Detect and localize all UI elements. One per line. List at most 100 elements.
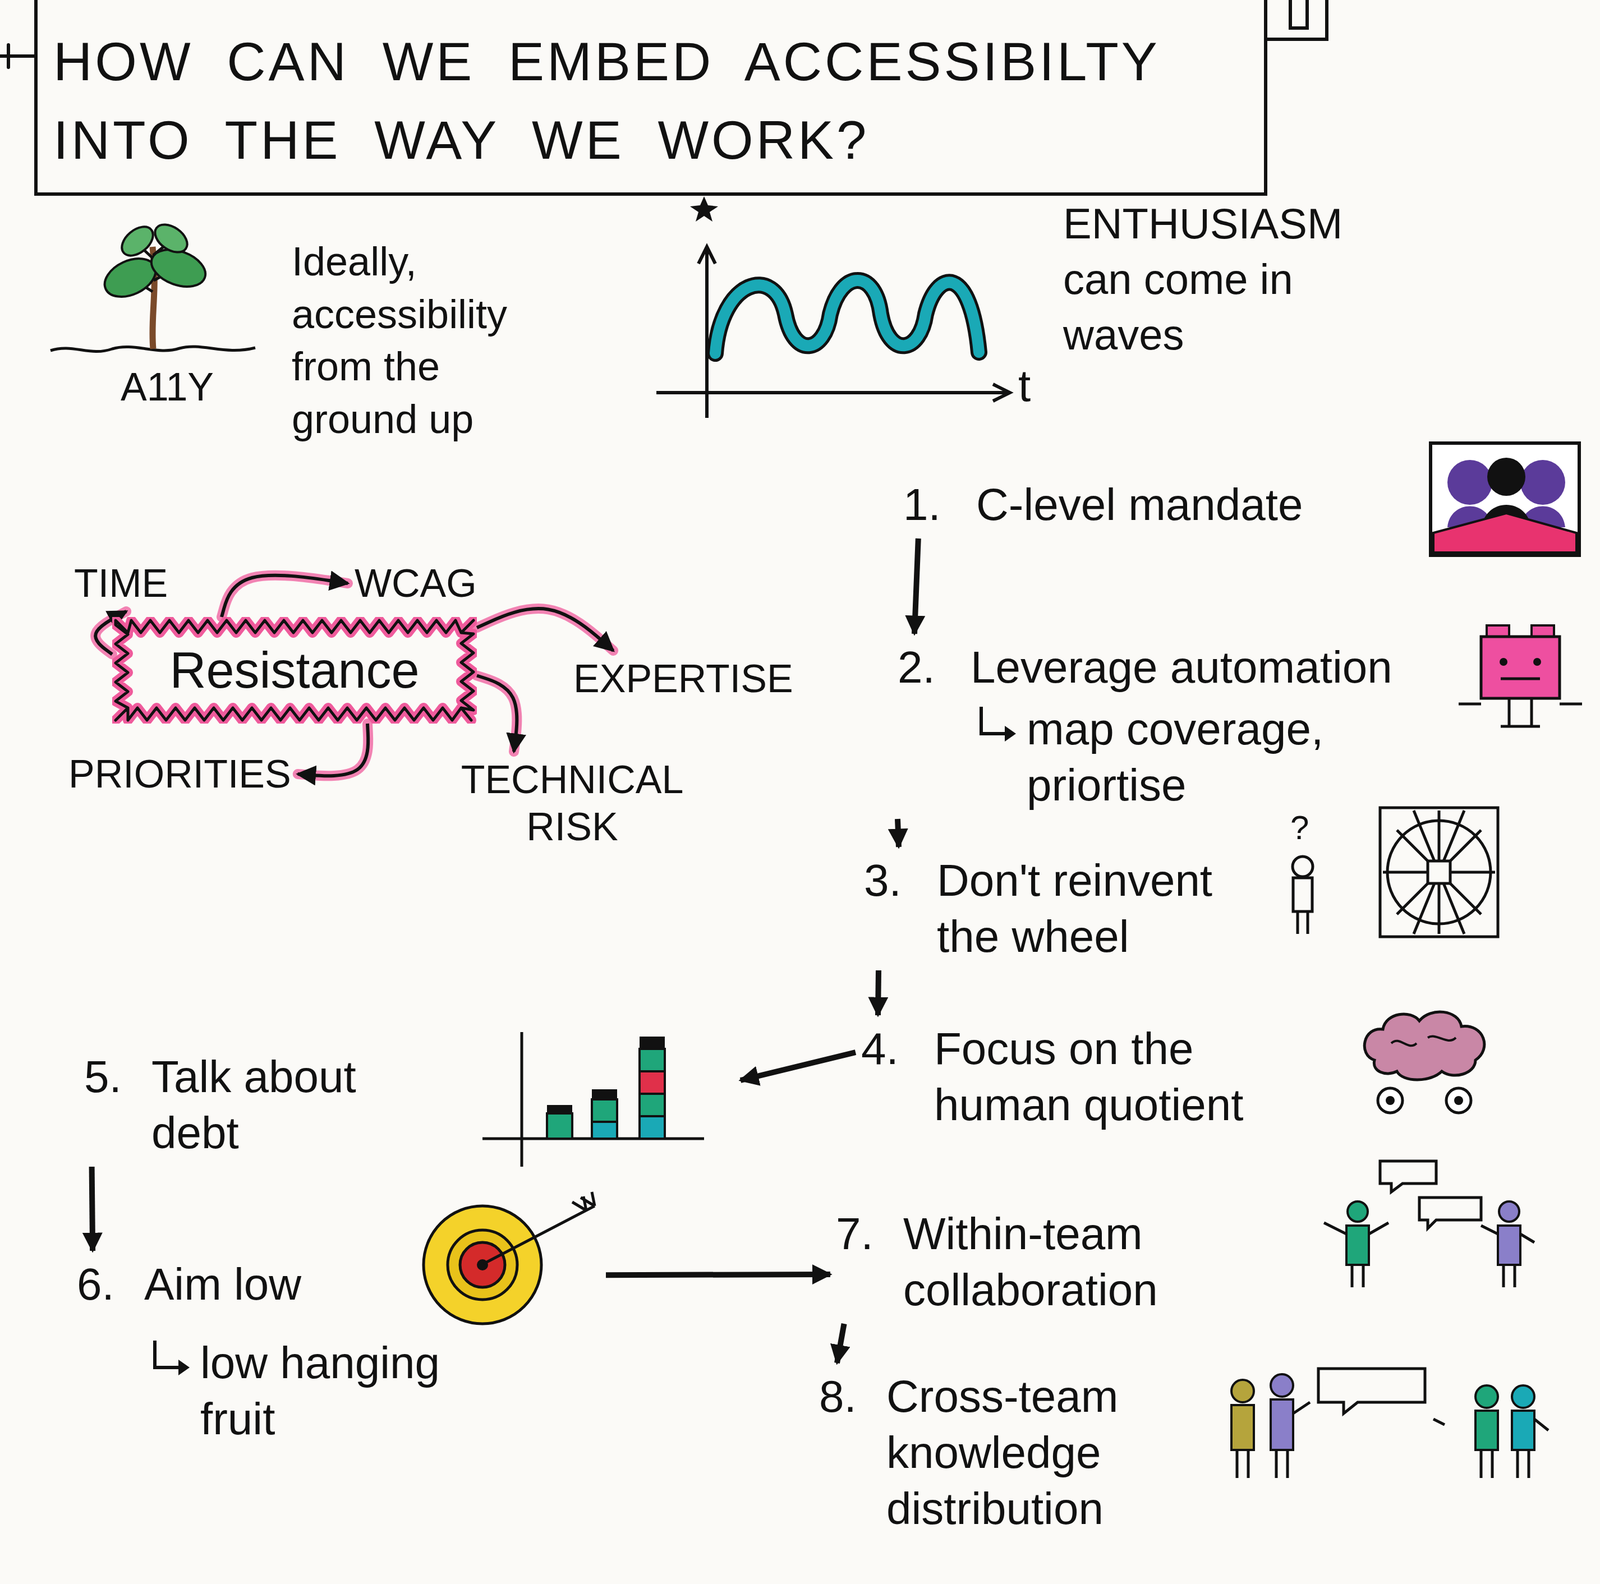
knowledge-sharing-icon-part — [1481, 1419, 1549, 1479]
step-number: 7. — [835, 1206, 904, 1263]
brain-icon-part — [1377, 1088, 1403, 1114]
step-title: Leverage automation — [970, 639, 1448, 696]
collaboration-icon-part — [1347, 1201, 1368, 1222]
robot-icon-part — [1500, 677, 1540, 681]
knowledge-sharing-icon-part — [1475, 1385, 1498, 1409]
resistance-factor: PRIORITIES — [61, 746, 298, 803]
title-frame-part — [0, 44, 36, 68]
step-title: C-level mandate — [976, 476, 1409, 533]
knowledge-sharing-icon-part — [1475, 1410, 1498, 1451]
robot-icon-part — [1533, 658, 1542, 666]
brain-icon-part — [1454, 1096, 1464, 1106]
step-item: 2.Leverage automationmap coverage, prior… — [892, 633, 1454, 820]
step-item: 5.Talk about debt — [78, 1043, 741, 1167]
arrow-connector — [476, 608, 614, 651]
step-number: 8. — [819, 1368, 887, 1425]
hook-arrow-head — [178, 1359, 190, 1376]
hook-arrow — [146, 1338, 192, 1384]
step-title: Don't reinvent the wheel — [936, 852, 1257, 965]
node-text: TECHNICAL RISK — [433, 756, 712, 851]
resistance-factor: WCAG — [347, 555, 484, 612]
resistance-factor: TECHNICAL RISK — [426, 751, 719, 855]
step-item: 3.Don't reinvent the wheel — [858, 847, 1263, 971]
boardroom-icon-part — [1430, 443, 1580, 556]
arrow-connector — [92, 1166, 94, 1252]
robot-icon-part — [1481, 636, 1560, 699]
target-icon-part — [447, 1230, 518, 1300]
debt-bar-chart-part — [482, 1032, 705, 1167]
step-number: 2. — [897, 639, 971, 696]
note-text: ENTHUSIASM can come in waves — [1063, 196, 1367, 363]
plant-sketch-part — [116, 221, 159, 262]
knowledge-sharing-icon-part — [1318, 1368, 1425, 1414]
boardroom-icon-part — [1433, 513, 1577, 553]
wave-chart-part — [715, 280, 979, 354]
boardroom-icon-part — [1487, 457, 1526, 496]
plant-sketch — [50, 218, 256, 352]
arrow-connector — [476, 676, 517, 753]
wave-chart-part — [690, 196, 719, 222]
collaboration-icon-part — [1499, 1201, 1520, 1222]
arrow-connector — [221, 575, 348, 618]
node-text: PRIORITIES — [68, 750, 292, 798]
collaboration-icon-part — [1323, 1223, 1389, 1288]
step-title: Within-team collaboration — [903, 1206, 1285, 1319]
arrow-connector — [877, 970, 879, 1016]
step-title: Aim low — [144, 1256, 601, 1313]
step-item: 6.Aim low low hanging fruit — [71, 1251, 606, 1454]
connector-glow — [221, 575, 348, 618]
knowledge-sharing-icon-part — [1237, 1402, 1310, 1479]
collaboration-icon-part — [1481, 1225, 1535, 1288]
step-title: Focus on the human quotient — [934, 1021, 1299, 1134]
title-frame — [0, 0, 1327, 195]
node-text: TIME — [74, 559, 168, 608]
wheel-icon-part — [1382, 810, 1496, 935]
robot-icon-part — [1499, 658, 1508, 666]
wheel-icon — [1380, 807, 1498, 937]
node-text: EXPERTISE — [573, 655, 794, 703]
step-item: 1.C-level mandate — [897, 471, 1414, 539]
hook-arrow-head — [1004, 725, 1016, 742]
knowledge-sharing-icon-part — [1511, 1410, 1535, 1451]
tree-caption: A11Y — [120, 363, 214, 411]
question-mark: ? — [1290, 807, 1309, 849]
burst-line — [115, 620, 474, 721]
person-icon — [1292, 856, 1313, 935]
robot-icon — [1458, 625, 1583, 727]
debt-bar-chart-part — [639, 1093, 665, 1117]
title-frame-part — [35, 0, 1266, 195]
step-detail: low hanging fruit — [200, 1335, 470, 1448]
arrow-connector — [914, 538, 919, 634]
step-item: 8.Cross-team knowledge distribution — [813, 1363, 1207, 1543]
connector-glow — [476, 676, 517, 753]
boardroom-icon-part — [1447, 460, 1493, 505]
collaboration-icon-part — [1497, 1225, 1521, 1266]
knowledge-sharing-icon-part — [1231, 1380, 1254, 1403]
arrow-connector — [297, 723, 369, 776]
step-item: 4.Focus on the human quotient — [855, 1015, 1305, 1139]
target-icon-part — [460, 1242, 505, 1288]
step-title: Talk about debt — [151, 1049, 444, 1162]
target-icon — [423, 1192, 595, 1324]
node-text: WCAG — [354, 559, 477, 608]
knowledge-sharing-icon-part — [1511, 1385, 1535, 1409]
step-number: 3. — [863, 852, 937, 909]
target-icon-part — [483, 1192, 595, 1264]
resistance-burst: Resistance — [112, 617, 477, 724]
debt-bar-chart-part — [639, 1071, 665, 1094]
robot-icon-part — [1458, 698, 1583, 727]
brain-icon-part — [1385, 1096, 1395, 1106]
brain-icon — [1364, 1012, 1485, 1114]
hook-arrow-line — [981, 706, 1008, 734]
step-number: 6. — [76, 1256, 145, 1313]
debt-bar-chart-part — [591, 1122, 618, 1139]
debt-bar-chart-part — [639, 1049, 665, 1072]
hook-arrow — [973, 704, 1019, 750]
debt-bar-chart-part — [546, 1113, 573, 1139]
arrow-connector — [605, 1274, 831, 1276]
debt-bar-chart-part — [639, 1116, 665, 1139]
boardroom-icon — [1430, 443, 1580, 556]
step-item: 7.Within-team collaboration — [830, 1200, 1291, 1324]
debt-bar-chart-part — [591, 1089, 618, 1100]
